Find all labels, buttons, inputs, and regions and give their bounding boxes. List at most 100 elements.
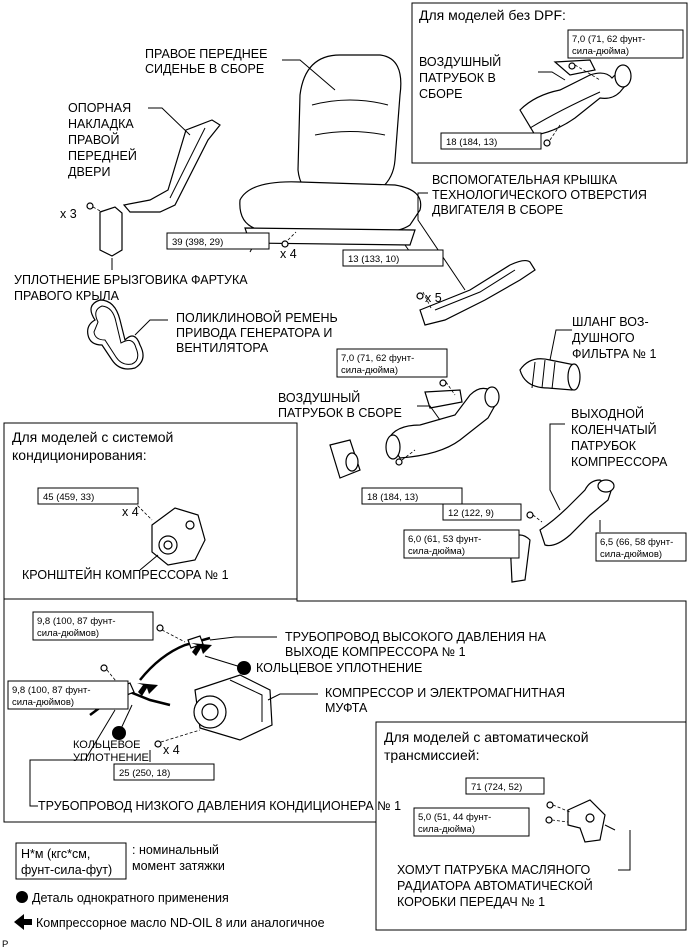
label-seat-2: СИДЕНЬЕ В СБОРЕ (145, 62, 264, 76)
torque-clamp-top: 71 (724, 52) (471, 782, 522, 793)
label-bracket: КРОНШТЕЙН КОМПРЕССОРА № 1 (22, 567, 229, 582)
label-clamp-1: ХОМУТ ПАТРУБКА МАСЛЯНОГО (397, 863, 591, 877)
label-elbow-3: ПАТРУБОК (571, 439, 637, 453)
corner-mark: P (2, 939, 8, 950)
at-title-2: трансмиссией: (384, 747, 479, 763)
label-scuff-4: ПЕРЕДНЕЙ (68, 148, 137, 163)
at-title-1: Для моделей с автоматической (384, 729, 589, 745)
label-hose-3: ФИЛЬТРА № 1 (572, 347, 656, 361)
label-compressor-2: МУФТА (325, 701, 368, 715)
legend-oil-icon (14, 914, 32, 930)
qty-bracket: x 4 (122, 505, 139, 519)
seat-drawing (239, 54, 422, 253)
legend-single-use: Деталь однократного применения (32, 891, 229, 905)
torque-hp-1: 9,8 (100, 87 фунт- (37, 616, 116, 627)
torque-seat: 39 (398, 29) (172, 237, 223, 248)
label-oring-2a: КОЛЬЦЕВОЕ (73, 739, 141, 751)
torque-comp: 25 (250, 18) (119, 768, 170, 779)
air-duct-drawing (385, 386, 500, 460)
torque-elbow-right-2: сила-дюймов) (600, 549, 662, 560)
legend-unit-2: фунт-сила-фут) (21, 863, 112, 877)
elbow-drawing (509, 479, 615, 583)
label-scuff-5: ДВЕРИ (68, 165, 110, 179)
torque-lp-1: 9,8 (100, 87 фунт- (12, 685, 91, 696)
legend-unit-1: Н*м (кгс*см, (21, 847, 90, 861)
oil-arrow-icons (137, 643, 212, 696)
label-seat-1: ПРАВОЕ ПЕРЕДНЕЕ (145, 47, 267, 61)
air-hose-drawing (519, 358, 581, 391)
qty-scuff: x 3 (60, 207, 77, 221)
label-hose-2: ДУШНОГО (572, 331, 635, 345)
torque-dpf-top-1: 7,0 (71, 62 фунт- (572, 34, 645, 45)
torque-duct-top-1: 7,0 (71, 62 фунт- (341, 353, 414, 364)
label-belt-2: ПРИВОДА ГЕНЕРАТОРА И (176, 326, 332, 340)
torque-bracket: 45 (459, 33) (43, 492, 94, 503)
label-fender-seal-2: ПРАВОГО КРЫЛА (14, 289, 120, 303)
ac-box-bottom (3, 599, 687, 823)
scuff-plate-drawing (122, 119, 221, 213)
torque-clamp-bot-1: 5,0 (51, 44 фунт- (418, 812, 491, 823)
label-elbow-2: КОЛЕНЧАТЫЙ (571, 422, 657, 437)
torque-hp-2: сила-дюймов) (37, 628, 99, 639)
label-lp-pipe: ТРУБОПРОВОД НИЗКОГО ДАВЛЕНИЯ КОНДИЦИОНЕР… (38, 799, 401, 813)
torque-elbow-left-1: 6,0 (61, 53 фунт- (408, 534, 481, 545)
label-service-cover-3: ДВИГАТЕЛЯ В СБОРЕ (432, 203, 563, 217)
legend-unit-desc-1: : номинальный (132, 843, 219, 857)
label-oring-2b: УПЛОТНЕНИЕ (73, 752, 149, 764)
label-clamp-2: РАДИАТОРА АВТОМАТИЧЕСКОЙ (397, 878, 593, 893)
dash-lines (92, 64, 601, 823)
torque-duct-top-2: сила-дюйма) (341, 365, 398, 376)
qty-cover: x 5 (425, 291, 442, 305)
torque-dpf-top-2: сила-дюйма) (572, 46, 629, 57)
torque-cover: 13 (133, 10) (348, 254, 399, 265)
belt-drawing (87, 299, 144, 370)
ac-title-2: кондиционирования: (12, 447, 147, 463)
label-air-duct-2: ПАТРУБОК В СБОРЕ (278, 406, 402, 420)
label-hp-pipe-2: ВЫХОДЕ КОМПРЕССОРА № 1 (285, 645, 466, 659)
label-air-duct-dpf-3: СБОРЕ (419, 87, 463, 101)
label-hose-1: ШЛАНГ ВОЗ- (572, 315, 649, 329)
qty-comp: x 4 (163, 743, 180, 757)
at-clamp-drawing (567, 799, 606, 843)
torque-duct-bot: 18 (184, 13) (367, 492, 418, 503)
label-compressor-1: КОМПРЕССОР И ЭЛЕКТРОМАГНИТНАЯ (325, 686, 565, 700)
ac-title-1: Для моделей с системой (12, 429, 173, 445)
label-scuff-3: ПРАВОЙ (68, 132, 119, 147)
legend-unit-desc-2: момент затяжки (132, 859, 225, 873)
service-cover-drawing (419, 259, 536, 326)
label-air-duct-dpf-1: ВОЗДУШНЫЙ (419, 54, 501, 69)
torque-lp-2: сила-дюймов) (12, 697, 74, 708)
label-scuff-1: ОПОРНАЯ (68, 101, 131, 115)
label-hp-pipe-1: ТРУБОПРОВОД ВЫСОКОГО ДАВЛЕНИЯ НА (285, 630, 547, 644)
ac-box-top (3, 422, 298, 600)
bracket-drawing (151, 507, 206, 566)
label-fender-seal-1: УПЛОТНЕНИЕ БРЫЗГОВИКА ФАРТУКА (14, 273, 248, 287)
label-service-cover-1: ВСПОМОГАТЕЛЬНАЯ КРЫШКА (432, 173, 618, 187)
torque-dpf-bot: 18 (184, 13) (446, 137, 497, 148)
label-belt-3: ВЕНТИЛЯТОРА (176, 341, 269, 355)
torque-clamp-bot-2: сила-дюйма) (418, 824, 475, 835)
label-air-duct-1: ВОЗДУШНЫЙ (278, 390, 360, 405)
oring-leader-1 (204, 655, 245, 669)
label-oring-1: КОЛЬЦЕВОЕ УПЛОТНЕНИЕ (256, 661, 422, 675)
label-clamp-3: КОРОБКИ ПЕРЕДАЧ № 1 (397, 895, 545, 909)
legend-single-use-icon (16, 891, 28, 903)
qty-seat: x 4 (280, 247, 297, 261)
torque-elbow-left-2: сила-дюйма) (408, 546, 465, 557)
label-air-duct-dpf-2: ПАТРУБОК В (419, 71, 496, 85)
label-elbow-1: ВЫХОДНОЙ (571, 406, 644, 421)
torque-elbow-right-1: 6,5 (66, 58 фунт- (600, 537, 673, 548)
no-dpf-title: Для моделей без DPF: (419, 7, 566, 23)
legend-oil: Компрессорное масло ND-OIL 8 или аналоги… (36, 916, 325, 930)
leader-lines (29, 59, 631, 871)
compressor-drawing (193, 674, 273, 741)
torque-elbow-mid: 12 (122, 9) (448, 508, 494, 519)
fender-seal-drawing (99, 206, 123, 257)
torque-boxes (7, 29, 687, 880)
oring-leader-2 (118, 704, 133, 734)
label-belt-1: ПОЛИКЛИНОВОЙ РЕМЕНЬ (176, 310, 338, 325)
label-service-cover-2: ТЕХНОЛОГИЧЕСКОГО ОТВЕРСТИЯ (432, 188, 647, 202)
label-scuff-2: НАКЛАДКА (68, 117, 134, 131)
label-elbow-4: КОМПРЕССОРА (571, 455, 668, 469)
